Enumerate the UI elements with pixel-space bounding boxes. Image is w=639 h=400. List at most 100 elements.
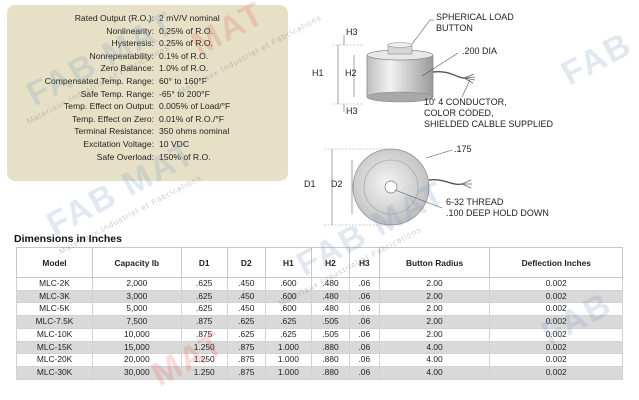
spec-value: 0.1% of R.O. — [159, 50, 209, 61]
spec-row: Temp. Effect on Zero:0.01% of R.O./°F — [13, 113, 282, 126]
table-cell: .480 — [311, 277, 350, 291]
label-spherical-2: BUTTON — [436, 23, 473, 33]
table-cell: MLC-7.5K — [15, 315, 94, 329]
column-header: D2 — [226, 247, 266, 278]
table-cell: .875 — [226, 353, 266, 367]
table-cell: .625 — [264, 315, 313, 329]
spec-value: 0.005% of Load/°F — [159, 101, 231, 112]
label-h3-top: H3 — [346, 27, 358, 37]
label-spherical-1: SPHERICAL LOAD — [436, 12, 514, 22]
label-h3-bottom: H3 — [346, 106, 358, 116]
spec-label: Rated Output (R.O.): — [74, 13, 154, 23]
table-cell: .450 — [226, 289, 266, 304]
table-cell: MLC-3K — [15, 289, 94, 304]
table-cell: .625 — [180, 302, 228, 317]
spec-value: -65° to 200°F — [159, 88, 210, 99]
spec-label: Safe Overload: — [96, 151, 154, 162]
spec-row: Compensated Temp. Range:60° to 160°F — [13, 75, 282, 88]
spec-value: 10 VDC — [159, 138, 190, 149]
table-cell: 2.00 — [378, 277, 491, 291]
table-cell: 1.000 — [264, 353, 313, 367]
spec-row: Rated Output (R.O.): 2 mV/V nominal — [13, 12, 282, 25]
spec-value: 1.0% of R.O. — [159, 63, 209, 74]
spec-label: Hysteresis: — [111, 38, 155, 49]
column-header: Model — [15, 247, 94, 278]
spec-value: 150% of R.O. — [159, 151, 211, 162]
spec-row: Excitation Voltage: 10 VDC — [13, 138, 282, 151]
table-cell: .450 — [226, 277, 266, 291]
spec-label: Temp. Effect on Zero: — [72, 113, 154, 124]
column-header: Deflection Inches — [489, 247, 623, 278]
table-cell: .875 — [226, 340, 266, 355]
spec-row: Safe Temp. Range: -65° to 200°F — [13, 88, 282, 101]
table-cell: 2.00 — [378, 327, 491, 342]
table-cell: 10,000 — [92, 327, 182, 342]
label-175: .175 — [454, 144, 472, 154]
table-cell: 7,500 — [92, 315, 182, 329]
table-cell: 3,000 — [92, 289, 182, 304]
table-cell: .880 — [311, 365, 350, 380]
column-header: D1 — [180, 247, 228, 278]
table-cell: MLC-30K — [15, 365, 94, 380]
label-dia: .200 DIA — [462, 46, 498, 56]
table-cell: 0.002 — [489, 353, 623, 367]
table-cell: .480 — [311, 302, 350, 317]
spec-row: Nonlinearity: 0.25% of R.O. — [13, 25, 282, 38]
table-cell: 0.002 — [489, 340, 623, 355]
table-cell: .06 — [348, 365, 380, 380]
spec-row: Safe Overload: 150% of R.O. — [13, 151, 282, 164]
spec-label: Excitation Voltage: — [83, 138, 154, 149]
table-cell: .875 — [180, 327, 228, 342]
table-cell: .505 — [311, 327, 350, 342]
spec-label: Safe Temp. Range: — [80, 88, 154, 99]
table-cell: 15,000 — [92, 340, 182, 355]
column-header: Capacity lb — [92, 247, 182, 278]
table-cell: 0.002 — [489, 365, 623, 380]
label-cable-1: 10' 4 CONDUCTOR, — [424, 97, 507, 107]
table-cell: 1.250 — [180, 340, 228, 355]
spec-label: Nonlinearity: — [106, 25, 154, 36]
table-cell: .06 — [348, 302, 380, 317]
label-d2: D2 — [331, 179, 343, 189]
table-cell: .880 — [311, 353, 350, 367]
spec-value: 2 mV/V nominal — [159, 13, 220, 23]
label-thread-1: 6-32 THREAD — [446, 197, 504, 207]
table-cell: .625 — [226, 327, 266, 342]
table-cell: .625 — [264, 327, 313, 342]
spec-value: 0.25% of R.O. — [159, 25, 213, 36]
spec-row: Terminal Resistance:350 ohms nominal — [13, 125, 282, 138]
column-header: H1 — [264, 247, 313, 278]
spec-label: Terminal Resistance: — [74, 126, 154, 137]
table-cell: 2.00 — [378, 315, 491, 329]
label-h2: H2 — [345, 68, 357, 78]
spec-row: Nonrepeatability: 0.1% of R.O. — [13, 50, 282, 63]
table-cell: MLC-15K — [15, 340, 94, 355]
table-cell: 5,000 — [92, 302, 182, 317]
table-cell: MLC-10K — [15, 327, 94, 342]
table-cell: 30,000 — [92, 365, 182, 380]
table-cell: .875 — [226, 365, 266, 380]
table-cell: .600 — [264, 277, 313, 291]
spec-label: Temp. Effect on Output: — [63, 101, 154, 112]
table-cell: .505 — [311, 315, 350, 329]
table-cell: 2.00 — [378, 302, 491, 317]
spec-row: Zero Balance: 1.0% of R.O. — [13, 62, 282, 75]
table-cell: .06 — [348, 289, 380, 304]
label-d1: D1 — [304, 179, 316, 189]
table-cell: MLC-20K — [15, 353, 94, 367]
table-cell: 1.000 — [264, 365, 313, 380]
load-cell-diagram: H3 H1 H2 H3 SPHERICAL LOAD BUTTON .200 D… — [292, 0, 639, 232]
spec-label: Nonrepeatability: — [89, 50, 155, 61]
spec-label: Zero Balance: — [100, 63, 154, 74]
table-cell: .625 — [226, 315, 266, 329]
table-cell: .625 — [180, 277, 228, 291]
spec-row: Hysteresis:0.25% of R.O. — [13, 37, 282, 50]
table-cell: 1.250 — [180, 365, 228, 380]
spec-label: Compensated Temp. Range: — [44, 75, 154, 86]
